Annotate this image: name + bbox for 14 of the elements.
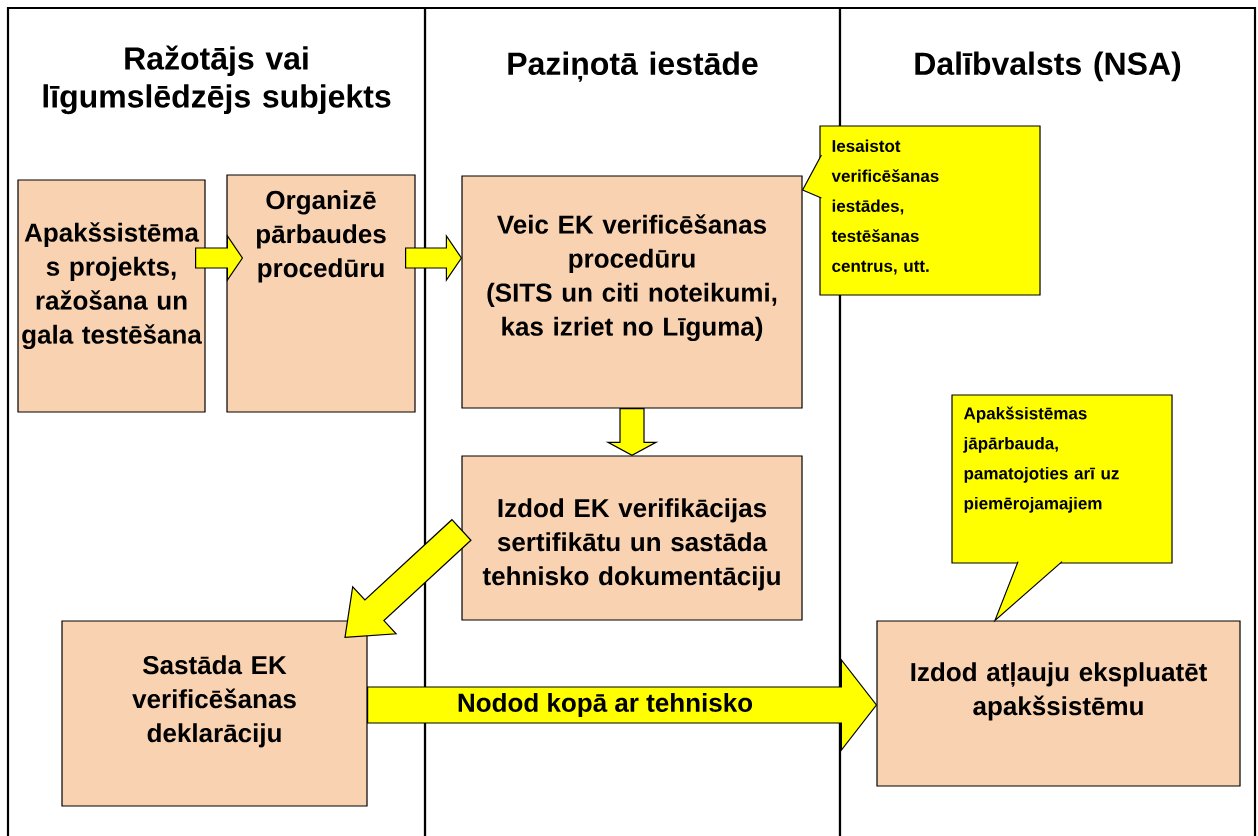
block-arrow — [605, 408, 659, 457]
process-box: Organizē pārbaudes procedūru — [226, 174, 416, 413]
callout-tail — [993, 561, 1063, 623]
callout-tail — [801, 154, 822, 199]
block-arrow — [195, 234, 244, 282]
process-box: Apakšsistēma s projekts, ražošana un gala testēšana — [17, 179, 206, 413]
process-box: Izdod EK verifikācijas sertifikātu un sastāda tehnisko dokumentāciju — [461, 455, 803, 621]
callout-box: Iesaistot verificēšanas iestādes, testēšanas centrus, utt. — [819, 125, 1041, 296]
process-box: Veic EK verificēšanas procedūru (SITS un citi noteikumi, kas izriet no Līguma) — [461, 175, 803, 409]
block-arrow — [405, 234, 463, 282]
callout-box: Apakšsistēmas jāpārbauda, pamatojoties arī uz piemērojamajiem — [951, 394, 1173, 564]
process-box: Izdod atļauju ekspluatēt apakšsistēmu — [876, 620, 1241, 787]
process-box: Sastāda EK verificēšanas deklarāciju — [61, 620, 368, 807]
edge-label: Nodod kopā ar tehnisko — [458, 692, 753, 718]
